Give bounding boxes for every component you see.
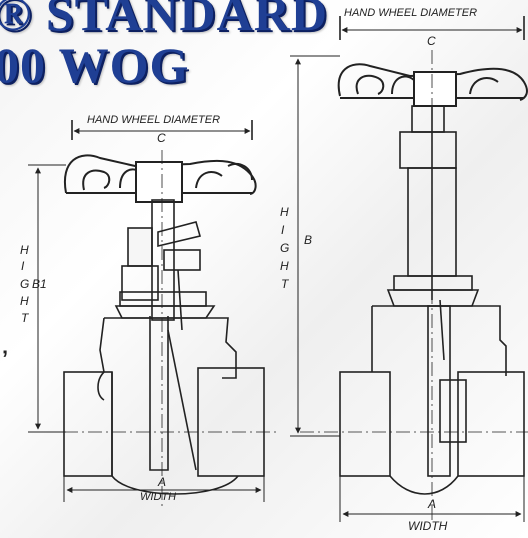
right-stem-bonnet xyxy=(386,105,480,361)
right-height-letter-4: H xyxy=(280,259,289,273)
left-width-dimension xyxy=(63,476,265,502)
right-height-letter-1: H xyxy=(280,205,289,219)
left-handwheel xyxy=(63,154,257,203)
left-diameter-label: HAND WHEEL DIAMETER xyxy=(87,114,220,126)
left-height-letter-5: T xyxy=(21,311,30,325)
right-height-letter-3: G xyxy=(280,241,289,255)
left-height-letter-3: G xyxy=(20,277,29,291)
left-diameter-letter: C xyxy=(157,131,166,145)
left-valve-body xyxy=(63,316,265,495)
heading-line-2: 00 WOG xyxy=(0,37,190,93)
right-diameter-label: HAND WHEEL DIAMETER xyxy=(344,7,477,19)
right-height-dimension xyxy=(290,55,340,437)
right-width-label: WIDTH xyxy=(408,519,448,533)
left-height-letter-4: H xyxy=(20,294,29,308)
left-height-dimension xyxy=(28,164,66,433)
left-height-dim: B1 xyxy=(32,277,47,291)
left-width-letter: A xyxy=(157,475,166,489)
right-width-letter: A xyxy=(427,497,436,511)
right-height-dim: B xyxy=(304,233,312,247)
right-height-letter-5: T xyxy=(281,277,290,291)
left-stem-bonnet xyxy=(114,199,216,331)
right-diameter-letter: C xyxy=(427,34,436,48)
right-handwheel xyxy=(337,63,528,107)
right-wheel-dimension xyxy=(339,16,525,40)
left-width-label: WIDTH xyxy=(140,491,176,503)
right-height-letter-2: I xyxy=(281,223,285,237)
heading-fragment: ’ xyxy=(2,346,9,371)
left-wheel-dimension xyxy=(71,120,253,140)
right-width-dimension xyxy=(339,476,525,522)
right-gate-valve xyxy=(290,16,528,522)
right-valve-body xyxy=(339,305,525,495)
left-gate-valve xyxy=(28,120,280,510)
heading-line-1: ® STANDARD xyxy=(0,0,328,41)
left-height-letter-1: H xyxy=(20,243,29,257)
left-height-letter-2: I xyxy=(21,259,25,273)
